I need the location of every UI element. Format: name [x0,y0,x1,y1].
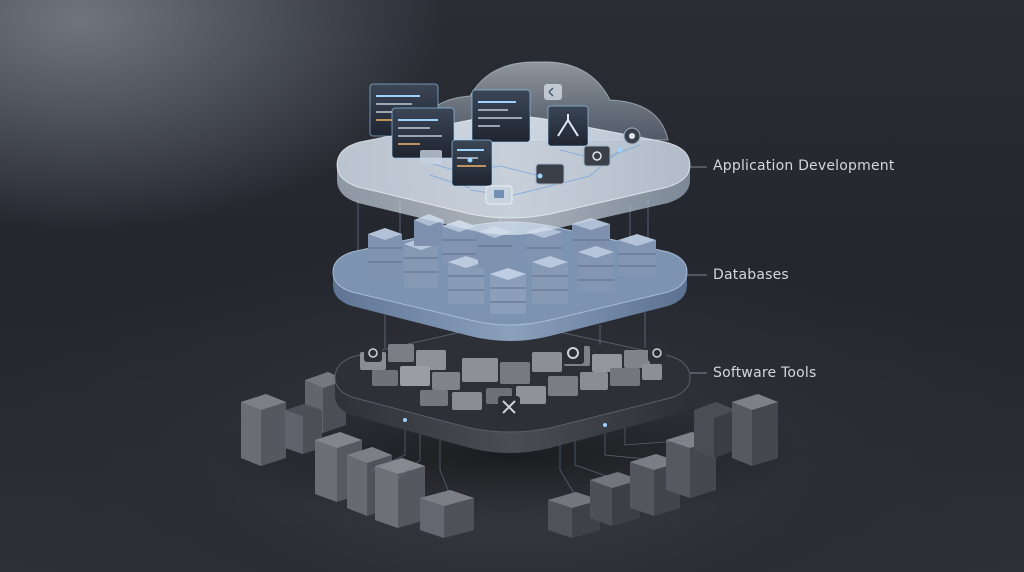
application-development-cloud [336,61,691,427]
server-block [241,394,286,466]
code-window-icon [391,107,455,159]
layer-label-software-tools: Software Tools [713,365,817,381]
databases-platform [332,214,688,341]
wrench-icon [498,396,520,418]
server-block [420,490,474,538]
database-stacks [368,214,656,314]
server-blocks [241,372,778,538]
layer-label-databases: Databases [713,267,789,283]
label-leaders [687,166,707,374]
server-block [694,402,736,458]
code-window-icon [471,89,531,143]
server-block [732,394,778,466]
code-window-icon [451,139,493,187]
gear-icon [562,342,584,364]
connector-lines [371,420,691,496]
gear-icon [364,344,382,362]
branch-icon [547,105,589,147]
cloud-icon [544,84,562,100]
layer-label-application-development: Application Development [713,158,895,174]
software-tools-platform [334,325,691,453]
server-block [285,404,322,454]
gear-icon [648,344,666,362]
server-block [375,458,425,528]
component-cubes [420,127,641,205]
